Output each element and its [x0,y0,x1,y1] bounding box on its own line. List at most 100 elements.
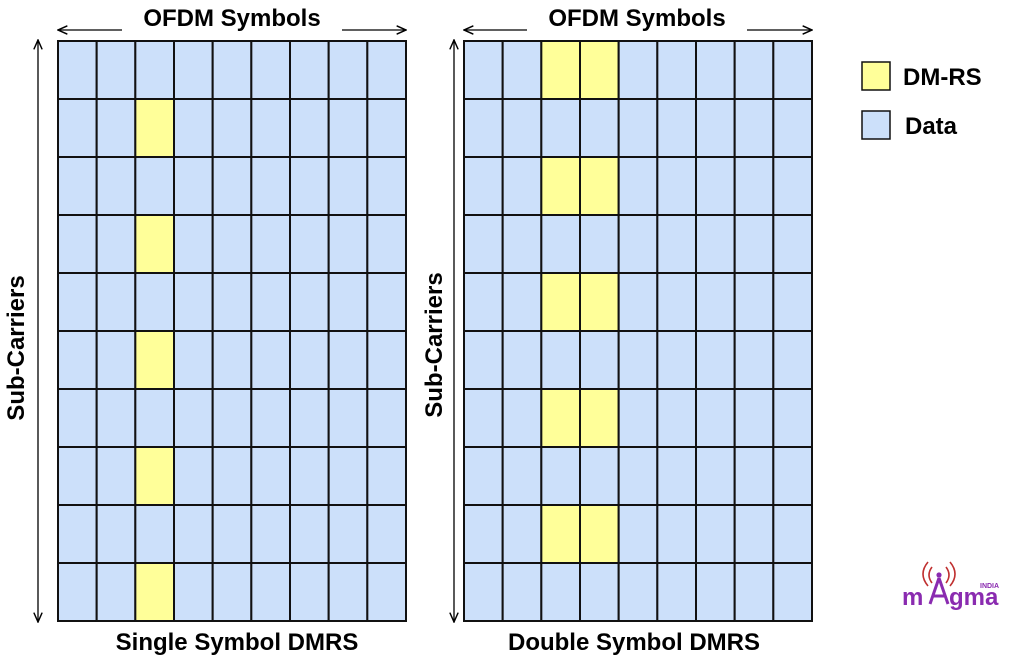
data-cell [772,272,813,332]
data-cell [250,330,291,390]
data-cell [211,40,253,100]
data-cell [501,98,543,158]
data-cell [289,156,330,216]
data-cell [733,504,775,564]
data-cell [289,330,330,390]
antenna-icon [922,561,956,605]
legend-item-data: Data [861,110,958,140]
data-cell [733,562,775,622]
data-cell [366,504,408,564]
data-cell [366,330,408,390]
dmrs-cell [579,40,620,100]
data-cell [772,446,813,506]
data-cell [57,156,98,216]
data-cell [173,562,214,622]
data-cell [327,214,369,274]
data-cell [327,504,369,564]
data-cell [327,272,369,332]
data-cell [289,388,330,448]
data-cell [501,446,543,506]
dmrs-cell [579,156,620,216]
data-cell [733,214,775,274]
dmrs-cell [134,98,175,158]
data-cell [463,446,504,506]
data-cell [733,330,775,390]
data-cell [95,40,137,100]
data-cell [579,214,620,274]
dmrs-cell [540,40,581,100]
data-cell [772,40,813,100]
data-cell [327,446,369,506]
resource-grid [57,40,408,622]
data-cell [656,504,697,564]
dmrs-cell [579,272,620,332]
data-cell [366,40,408,100]
data-cell [656,272,697,332]
data-cell [57,388,98,448]
dmrs-cell [540,272,581,332]
data-cell [463,504,504,564]
data-cell [579,446,620,506]
dmrs-cell [579,388,620,448]
data-cell [656,40,697,100]
data-cell [173,446,214,506]
data-cell [772,98,813,158]
data-cell [211,446,253,506]
data-cell [211,214,253,274]
resource-grid [463,40,813,622]
data-cell [366,272,408,332]
data-cell [95,272,137,332]
data-cell [250,156,291,216]
data-cell [134,156,175,216]
data-cell [733,446,775,506]
data-cell [173,388,214,448]
data-cell [695,156,736,216]
data-cell [366,446,408,506]
data-cell [733,40,775,100]
dmrs-cell [134,446,175,506]
dmrs-cell [540,156,581,216]
data-cell [173,98,214,158]
data-cell [656,98,697,158]
data-cell [695,562,736,622]
data-cell [250,98,291,158]
data-cell [501,272,543,332]
data-cell [366,98,408,158]
data-cell [289,98,330,158]
data-cell [617,156,659,216]
data-cell [327,330,369,390]
data-cell [327,156,369,216]
data-cell [463,388,504,448]
data-cell [463,562,504,622]
data-cell [733,388,775,448]
data-cell [617,446,659,506]
data-cell [57,98,98,158]
panel-caption: Single Symbol DMRS [116,629,359,656]
sub-carriers-label: Sub-Carriers [421,272,448,417]
data-cell [463,330,504,390]
data-cell [617,504,659,564]
panel-double: OFDM Symbols Sub-Carriers Double Symbol … [420,4,812,656]
data-cell [733,156,775,216]
data-cell [617,388,659,448]
data-cell [772,562,813,622]
data-cell [250,446,291,506]
legend-label: DM-RS [903,64,982,91]
data-cell [695,214,736,274]
data-cell [366,562,408,622]
data-cell [173,156,214,216]
data-cell [540,98,581,158]
data-cell [772,504,813,564]
dmrs-cell [134,214,175,274]
data-cell [95,156,137,216]
data-cell [540,330,581,390]
data-cell [289,504,330,564]
data-cell [579,330,620,390]
data-cell [250,562,291,622]
data-cell [540,562,581,622]
data-cell [289,562,330,622]
data-cell [695,504,736,564]
ofdm-symbols-label: OFDM Symbols [548,5,725,32]
data-cell [57,446,98,506]
